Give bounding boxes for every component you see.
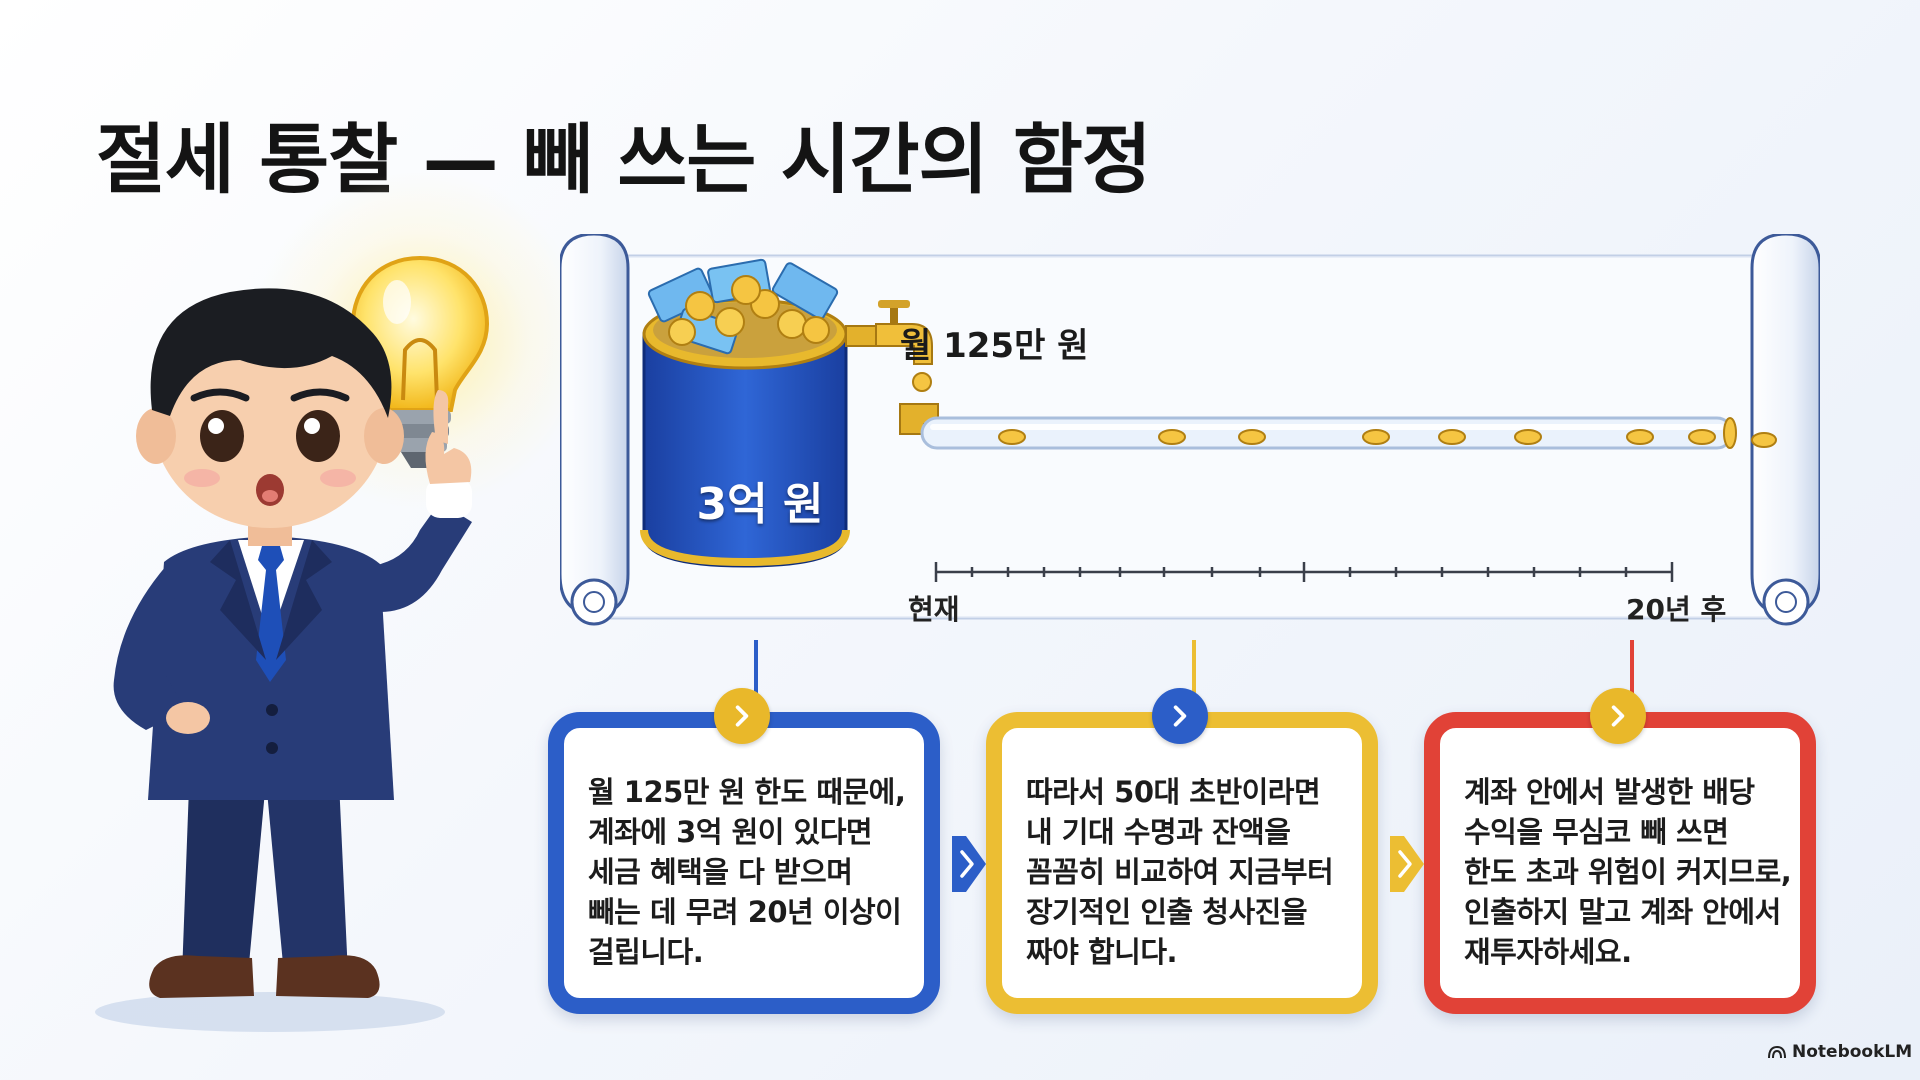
monthly-withdrawal-label: 월 125만 원 (900, 326, 1089, 366)
chevron-right-icon (1152, 688, 1208, 744)
brand-label: NotebookLM (1792, 1042, 1913, 1062)
brand-watermark: NotebookLM (1768, 1042, 1912, 1062)
chevron-right-icon (1390, 836, 1424, 892)
card-text: 월 125만 원 한도 때문에, 계좌에 3억 원이 있다면 세금 혜택을 다 … (588, 775, 906, 969)
faucet-icon (845, 300, 933, 365)
timeline-scroll (560, 234, 1820, 626)
chevron-right-icon (952, 836, 986, 892)
page-title: 절세 통찰 — 빼 쓰는 시간의 함정 (96, 115, 1152, 204)
info-card-withdrawal-plan: 따라서 50대 초반이라면 내 기대 수명과 잔액을 꼼꼼히 비교하여 지금부터… (986, 688, 1378, 1014)
timeline-axis (934, 562, 1674, 582)
chevron-right-icon (1590, 688, 1646, 744)
chevron-right-icon (714, 688, 770, 744)
card-text: 따라서 50대 초반이라면 내 기대 수명과 잔액을 꼼꼼히 비교하여 지금부터… (1026, 775, 1334, 969)
notebooklm-icon (1768, 1045, 1786, 1059)
card-text: 계좌 안에서 발생한 배당 수익을 무심코 빼 쓰면 한도 초과 위험이 커지므… (1464, 775, 1792, 969)
info-card-withdrawal-limit: 월 125만 원 한도 때문에, 계좌에 3억 원이 있다면 세금 혜택을 다 … (548, 688, 940, 1014)
info-card-reinvest-dividends: 계좌 안에서 발생한 배당 수익을 무심코 빼 쓰면 한도 초과 위험이 커지므… (1424, 688, 1816, 1014)
timeline-start-label: 현재 (908, 593, 960, 626)
timeline-end-label: 20년 후 (1626, 593, 1727, 626)
pot-amount-label: 3억 원 (696, 479, 824, 530)
coin-icon (912, 372, 932, 392)
money-pot-illustration (640, 258, 850, 568)
businessman-illustration (95, 288, 472, 1032)
